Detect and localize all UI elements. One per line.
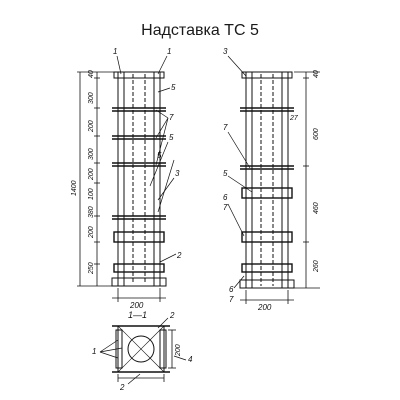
callout-right-6a: 6 <box>223 193 228 202</box>
left-dimension-chain <box>77 71 115 287</box>
left-dimension-labels: 40 300 200 300 200 100 380 200 250 1400 … <box>71 70 144 310</box>
left-view-braces <box>112 107 166 273</box>
callout-left-5c: 5 <box>157 151 162 160</box>
callout-right-7c: 7 <box>229 295 234 304</box>
right-dim-4: 460 <box>313 202 320 214</box>
section-label: 1—1 <box>128 310 147 320</box>
right-dim-5: 260 <box>313 260 320 273</box>
left-dim-8: 200 <box>88 226 95 239</box>
section-leader-lines <box>99 317 187 385</box>
left-dim-7: 380 <box>88 206 95 218</box>
callout-left-2: 2 <box>176 251 182 260</box>
left-leader-lines <box>116 55 177 263</box>
right-dimension-labels: 40 600 27 460 260 200 <box>257 70 320 312</box>
callout-left-5b: 5 <box>169 133 174 142</box>
right-view-column <box>239 71 295 289</box>
left-width-dimension <box>112 288 166 302</box>
callout-left-1b: 1 <box>167 47 171 56</box>
callout-right-6b: 6 <box>229 285 234 294</box>
left-dim-6: 100 <box>88 188 95 200</box>
right-dim-3: 27 <box>289 115 299 122</box>
callout-section-2b: 2 <box>119 383 125 392</box>
right-dim-1: 40 <box>313 70 320 78</box>
callout-left-3: 3 <box>175 169 180 178</box>
drawing-title: Надставка ТС 5 <box>141 22 259 39</box>
left-dim-2: 300 <box>88 92 95 104</box>
callout-right-5: 5 <box>223 169 228 178</box>
callout-right-3: 3 <box>223 47 228 56</box>
left-dim-4: 300 <box>88 148 95 160</box>
left-dim-5: 200 <box>88 168 95 181</box>
callout-left-1a: 1 <box>113 47 117 56</box>
right-view-braces <box>240 107 294 273</box>
callout-left-5a: 5 <box>171 83 176 92</box>
left-dim-3: 200 <box>88 120 95 133</box>
right-width-dimension <box>240 290 294 304</box>
callout-section-4: 4 <box>188 355 193 364</box>
callout-left-7: 7 <box>169 113 174 122</box>
callout-right-7b: 7 <box>223 203 228 212</box>
right-leader-lines <box>227 55 253 289</box>
section-frame <box>112 325 176 382</box>
right-dimension-chain <box>294 71 320 289</box>
callout-right-7a: 7 <box>223 123 228 132</box>
section-labels: 1—1 2 1 2 4 200 <box>92 310 193 392</box>
right-callouts: 3 7 5 6 7 6 7 <box>223 47 234 304</box>
right-width-label: 200 <box>257 303 272 312</box>
section-dim-right: 200 <box>175 344 182 357</box>
left-view-column <box>111 71 167 287</box>
left-dim-1: 40 <box>88 70 95 78</box>
left-callouts: 1 1 5 7 5 3 5 2 <box>113 47 182 260</box>
callout-section-1: 1 <box>92 347 96 356</box>
left-overall-height: 1400 <box>71 180 78 196</box>
callout-section-2a: 2 <box>169 311 175 320</box>
right-dim-2: 600 <box>313 128 320 140</box>
left-width-label: 200 <box>129 301 144 310</box>
left-dim-9: 250 <box>88 262 95 275</box>
